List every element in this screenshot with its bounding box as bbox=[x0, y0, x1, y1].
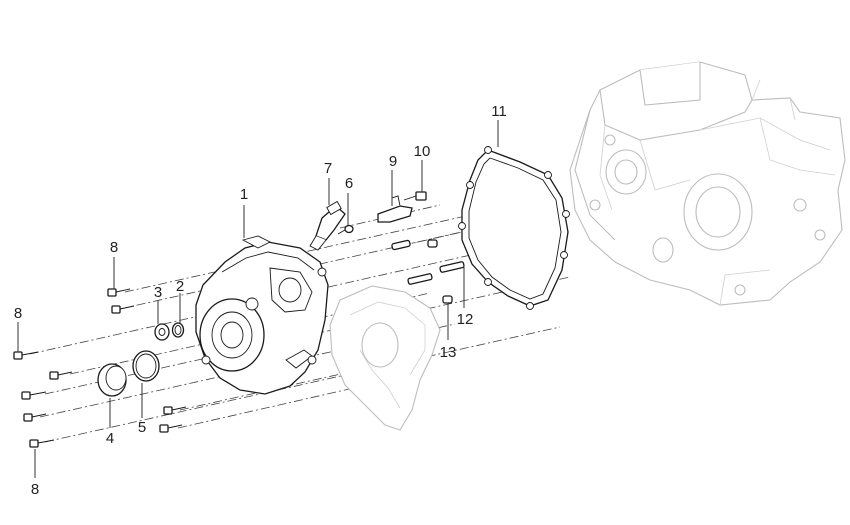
callout-12: 12 bbox=[457, 311, 474, 328]
o-ring-5 bbox=[132, 350, 160, 382]
assembly-axis-lines bbox=[29, 194, 571, 443]
callout-6: 6 bbox=[345, 175, 353, 192]
engine-crankcase-ghost bbox=[569, 61, 846, 306]
sensor-7 bbox=[309, 200, 346, 251]
bolt-8-e bbox=[21, 391, 47, 400]
callout-11: 11 bbox=[491, 103, 507, 120]
inner-cover-ghost bbox=[329, 285, 441, 431]
callout-2: 2 bbox=[176, 278, 184, 295]
washer-3 bbox=[154, 323, 170, 341]
bolt-8-f bbox=[23, 413, 47, 422]
o-ring-2 bbox=[171, 322, 185, 338]
callout-9: 9 bbox=[389, 153, 397, 170]
bolts-8 bbox=[13, 288, 187, 448]
callout-7: 7 bbox=[324, 160, 332, 177]
cap-4 bbox=[97, 363, 127, 397]
callout-5: 5 bbox=[138, 419, 146, 436]
bolt-8-h bbox=[163, 406, 187, 415]
dowel-pins-12-13 bbox=[391, 239, 465, 304]
callout-8-bottom: 8 bbox=[31, 481, 39, 498]
screw-6 bbox=[337, 224, 354, 235]
leader-lines bbox=[17, 120, 499, 478]
clamp-9 bbox=[377, 195, 413, 223]
bolt-8-c bbox=[13, 351, 39, 360]
bolt-8-d bbox=[49, 371, 73, 380]
bolt-8-a bbox=[107, 288, 131, 297]
bolt-8-g bbox=[29, 439, 55, 448]
callout-8-left: 8 bbox=[14, 305, 22, 322]
callout-13: 13 bbox=[440, 344, 457, 361]
callout-1: 1 bbox=[240, 186, 248, 203]
callout-3: 3 bbox=[154, 284, 162, 301]
bolt-10 bbox=[403, 191, 427, 201]
gasket-11 bbox=[458, 146, 570, 310]
callout-labels: 1 2 3 4 5 6 7 8 8 8 9 10 11 12 13 bbox=[14, 103, 507, 498]
callout-10: 10 bbox=[414, 143, 431, 160]
engine-side-cover-1 bbox=[195, 235, 329, 395]
bolt-8-b bbox=[111, 305, 135, 314]
callout-8-top: 8 bbox=[110, 239, 118, 256]
callout-4: 4 bbox=[106, 430, 114, 447]
bolt-8-i bbox=[159, 424, 183, 433]
